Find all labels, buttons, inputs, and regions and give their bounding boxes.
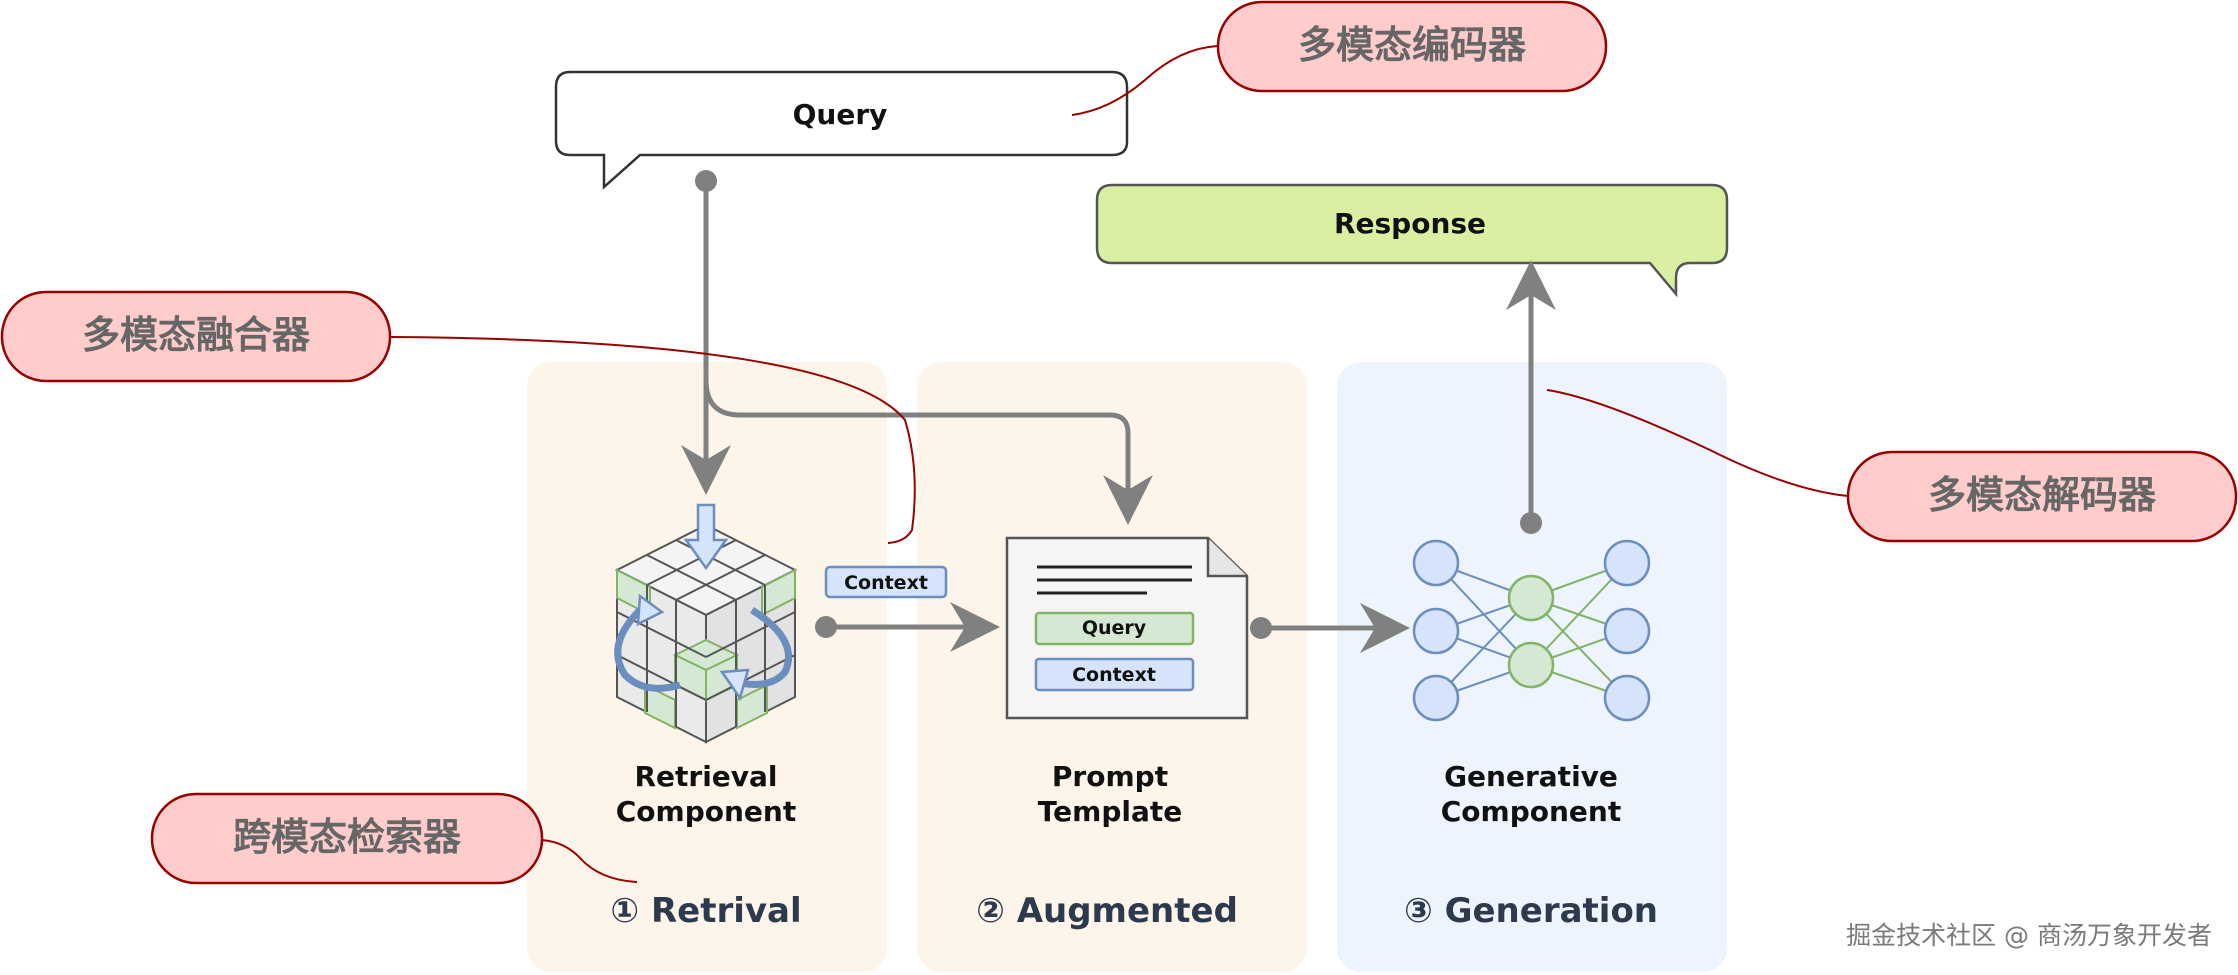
context-tag: [824, 565, 948, 599]
retrieval-component-label-1: Retrieval: [634, 760, 777, 793]
stage-retrieval-label: ① Retrival: [610, 891, 801, 931]
query-to-template-arrow: [703, 379, 1153, 525]
stage-generation-label: ③ Generation: [1404, 891, 1658, 931]
query-bubble-text: Query: [793, 98, 888, 131]
stage-augmented-label: ② Augmented: [976, 891, 1238, 931]
watermark: 掘金技术社区 @ 商汤万象开发者: [1846, 921, 2212, 950]
generative-component-label-2: Component: [1441, 795, 1621, 828]
template-context-box: [1034, 657, 1195, 692]
response-bubble: [1095, 183, 1729, 298]
response-bubble-text: Response: [1334, 207, 1486, 240]
query-bubble: [554, 70, 1129, 190]
callout-fuser-text: 多模态融合器: [82, 313, 311, 357]
prompt-template-label-1: Prompt: [1052, 760, 1168, 793]
callout-fuser: [0, 290, 392, 383]
callout-encoder-text: 多模态编码器: [1298, 23, 1527, 67]
template-query-box: [1034, 611, 1195, 646]
callout-retriever: [150, 792, 544, 885]
callout-encoder: [1216, 0, 1608, 93]
document-text-lines: [1037, 565, 1192, 595]
document-fold: [1206, 538, 1247, 578]
encoder-connector: [1071, 45, 1219, 116]
callout-decoder-text: 多模态解码器: [1928, 473, 2157, 517]
callout-decoder: [1846, 450, 2238, 543]
prompt-template-label-2: Template: [1038, 795, 1182, 828]
generative-component-label-1: Generative: [1444, 760, 1618, 793]
fuser-connector: [389, 336, 916, 544]
template-context-text: Context: [1072, 664, 1156, 686]
callout-connectors: [389, 45, 1849, 883]
cube-rotate-arrows-icon: [614, 503, 792, 701]
retrieval-component-label-2: Component: [616, 795, 796, 828]
retriever-connector: [541, 839, 638, 883]
callout-retriever-text: 跨模态检索器: [233, 815, 462, 859]
neural-network-icon: [1412, 539, 1651, 722]
template-query-text: Query: [1082, 617, 1147, 639]
decoder-connector: [1546, 389, 1849, 497]
context-tag-text: Context: [844, 572, 928, 594]
